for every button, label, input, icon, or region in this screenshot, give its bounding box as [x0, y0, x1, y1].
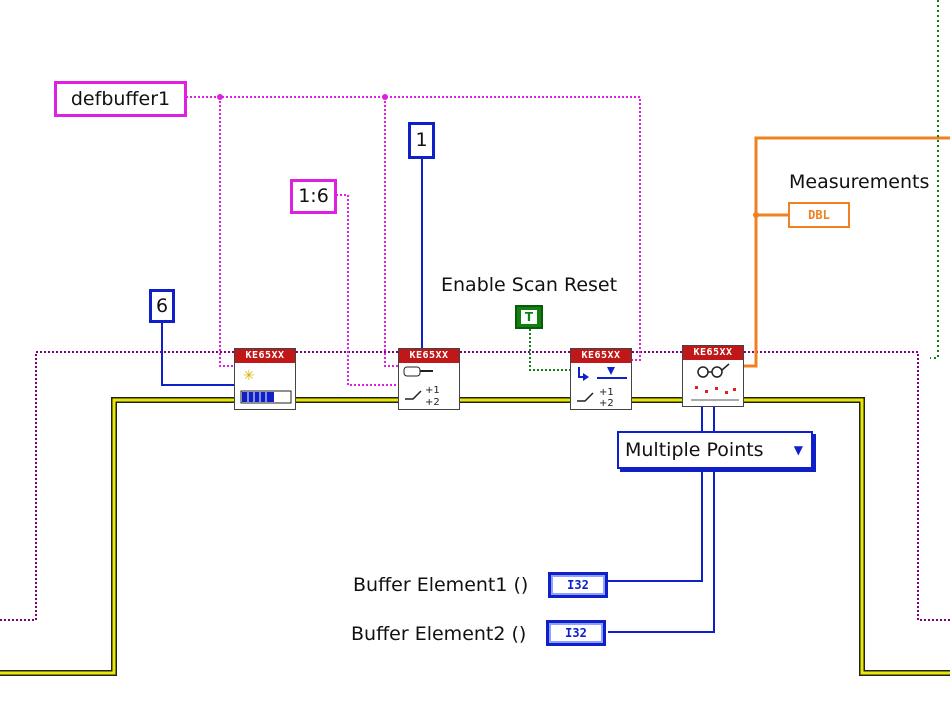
- initiate-scan-icon: +1 +2: [577, 367, 627, 409]
- svg-text:+1: +1: [599, 387, 614, 398]
- dropdown-arrow-icon[interactable]: ▼: [793, 443, 803, 457]
- read-measurements-icon: [691, 363, 739, 401]
- vi-header: KE65XX: [683, 346, 743, 360]
- svg-text:+2: +2: [425, 397, 440, 408]
- channel-list-constant[interactable]: 1:6: [290, 179, 337, 214]
- buffer-element2-indicator[interactable]: I32: [546, 620, 606, 646]
- string-wires: [186, 96, 641, 386]
- enable-scan-reset-constant[interactable]: T: [515, 305, 543, 329]
- vi-header: KE65XX: [235, 349, 295, 363]
- measurements-wire: [744, 136, 950, 368]
- measurements-type-label: DBL: [808, 208, 830, 222]
- configure-scan-icon: +1 +2: [403, 366, 440, 408]
- scan-count-constant[interactable]: 1: [408, 122, 435, 159]
- initiate-scan-vi[interactable]: KE65XX +1 +2: [570, 348, 632, 410]
- integer-wires: [161, 158, 715, 633]
- boolean-wire: [529, 329, 570, 371]
- enable-scan-reset-label: Enable Scan Reset: [441, 274, 618, 296]
- read-mode-selector[interactable]: Multiple Points ▼: [617, 431, 813, 469]
- configure-buffer-vi[interactable]: KE65XX ✳: [234, 348, 296, 410]
- svg-text:+1: +1: [425, 385, 440, 396]
- vi-header: KE65XX: [571, 349, 631, 363]
- element1-type-label: I32: [567, 578, 589, 592]
- read-measurements-vi[interactable]: KE65XX: [682, 345, 744, 407]
- svg-text:+2: +2: [599, 398, 614, 409]
- buffer-element2-label: Buffer Element2 (): [351, 623, 527, 645]
- buffer-element1-label: Buffer Element1 (): [353, 574, 529, 596]
- element2-type-label: I32: [565, 626, 587, 640]
- session-wire: [0, 351, 950, 621]
- measurements-label: Measurements: [789, 171, 930, 193]
- read-mode-value: Multiple Points: [625, 439, 764, 461]
- configure-scan-vi[interactable]: KE65XX +1 +2: [398, 348, 460, 410]
- vi-header: KE65XX: [399, 349, 459, 363]
- loop-border-wire: [930, 0, 939, 359]
- buffer-size-constant[interactable]: 6: [149, 289, 175, 323]
- buffer-name-constant[interactable]: defbuffer1: [54, 81, 187, 117]
- measurements-indicator[interactable]: DBL: [788, 202, 850, 228]
- svg-text:✳: ✳: [243, 368, 255, 384]
- error-wire: [0, 397, 950, 676]
- buffer-element1-indicator[interactable]: I32: [548, 572, 608, 598]
- configure-buffer-icon: ✳: [240, 368, 292, 404]
